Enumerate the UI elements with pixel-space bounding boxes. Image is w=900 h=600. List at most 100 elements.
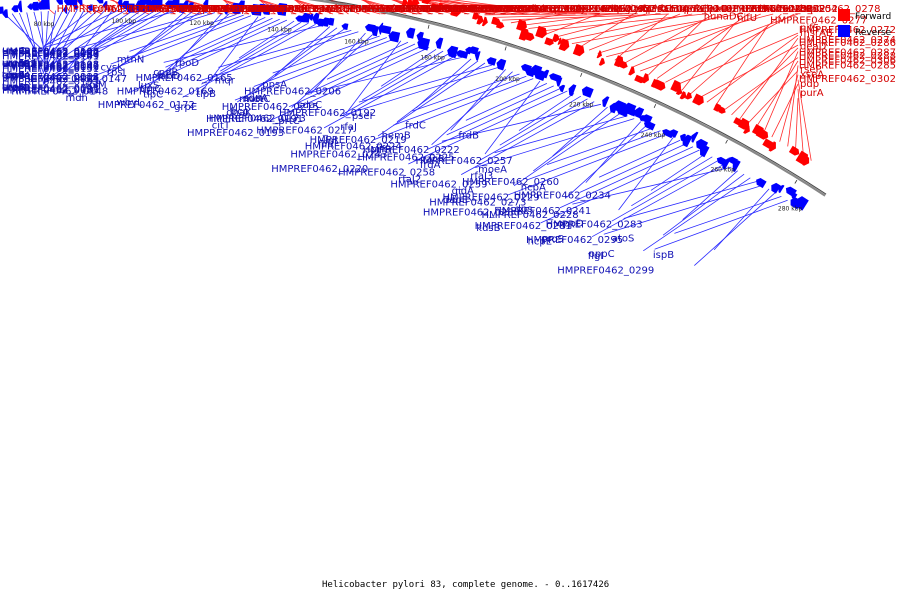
forward-leader-line [294,0,323,15]
forward-gene-label: thrS [298,4,319,15]
reverse-leader-line [591,163,726,238]
reverse-gene-label: HMPREF0462_0283 [546,220,643,231]
reverse-gene-label: HMPREF0462_0229 [442,193,539,204]
forward-gene-label: HMPREF0462_0167 [345,4,442,15]
forward-gene-label: HMPREF0462_0236 [566,4,663,15]
forward-gene-arrow [544,37,554,46]
reverse-gene-label: ureF [2,58,24,69]
kbp-tick-mark [653,104,657,109]
reverse-leader-line [579,143,687,193]
reverse-leader-line [253,37,387,87]
reverse-gene-label: rpoD [175,58,200,69]
kbp-tick-mark [504,46,507,51]
forward-gene-arrow [472,12,480,20]
forward-leader-line [797,79,812,161]
kbp-tick-label: 280 kbp [778,206,803,213]
forward-gene-label: HMPREF0462_0302 [799,74,896,85]
reverse-leader-line [129,14,237,52]
forward-gene-label: cdsA [750,4,774,15]
forward-gene-arrow [653,79,666,91]
forward-leader-line [362,0,417,15]
reverse-gene-label: HMPREF0462_0087 [2,61,99,72]
genome-backbone [308,0,826,197]
forward-gene-label: aroF [288,4,310,15]
forward-leader-line [466,9,634,15]
reverse-gene-arrow [474,51,481,61]
reverse-gene-label: rfaJ2 [398,175,421,186]
forward-gene-label: HMPREF0462_0203 [387,4,484,15]
reverse-leader-line [218,30,352,68]
reverse-gene-label: HMPREF0462_0217 [256,125,353,136]
reverse-gene-label: ureA [2,58,25,69]
reverse-leader-line [43,10,49,73]
forward-leader-line [631,13,761,68]
reverse-leader-line [650,153,707,191]
forward-leader-line [484,13,576,16]
reverse-gene-label: HMPREF0462_0215 [222,102,319,113]
reverse-leader-line [598,139,681,178]
legend-reverse-swatch [838,25,850,37]
forward-gene-label: efp [636,4,652,15]
reverse-gene-arrow [117,0,123,9]
reverse-leader-line [572,166,732,205]
reverse-gene-label: cysK [101,62,125,73]
reverse-leader-line [11,13,45,63]
reverse-gene-label: rfaJ3 [470,171,493,182]
reverse-leader-line [43,8,136,71]
forward-gene-label: nifS [800,23,819,34]
forward-gene-label: HMPREF0462_0287 [799,48,896,59]
reverse-leader-line [43,8,129,59]
reverse-gene-label: comB2 [2,59,37,70]
forward-gene-arrow [675,87,683,95]
forward-leader-line [597,13,727,54]
reverse-gene-label: frdB [458,131,479,142]
reverse-leader-line [94,9,150,47]
reverse-gene-label: sdaA [243,93,268,104]
reverse-gene-arrow [468,46,479,55]
kbp-tick-mark [427,24,430,29]
kbp-tick-label: 120 kbp [190,20,215,27]
forward-leader-line [393,0,422,15]
reverse-leader-line [307,43,416,94]
reverse-leader-line [446,85,554,136]
reverse-gene-arrow [496,58,507,71]
reverse-gene-arrow [388,31,401,43]
reverse-gene-arrow [417,37,431,51]
forward-gene-label: aroK [600,4,623,15]
reverse-gene-label: HMPREF0462_0172 [98,100,195,111]
reverse-gene-label: luxS [138,81,159,92]
reverse-gene-arrow [275,3,288,16]
forward-leader-line [362,0,386,15]
forward-leader-line [451,0,563,15]
forward-leader-line [431,0,599,15]
reverse-leader-line [93,11,201,85]
reverse-leader-line [26,12,45,86]
reverse-leader-line [393,75,527,126]
reverse-gene-arrow [558,84,566,93]
forward-leader-line [563,13,693,41]
reverse-gene-arrow [87,4,93,11]
forward-gene-label: HMPREF0462_0181 [398,4,495,15]
reverse-gene-label: HMPREF0462_0153 [2,77,99,88]
forward-leader-line [222,0,239,15]
reverse-gene-arrow [321,17,330,27]
reverse-leader-line [361,50,444,101]
forward-leader-line [771,83,799,138]
reverse-leader-line [662,173,745,236]
reverse-gene-label: HMPREF0462_0193 [187,128,284,139]
forward-gene-arrow [450,5,461,17]
forward-gene-label: msrAB [800,28,833,39]
reverse-leader-line [518,93,575,131]
forward-leader-line [747,70,799,124]
reverse-leader-line [43,8,121,47]
reverse-leader-line [603,184,763,235]
reverse-gene-label: metC [244,94,271,105]
forward-gene-label: lysS [578,4,598,15]
reverse-gene-label: HMPREF0462_0219 [310,135,407,146]
reverse-gene-label: HMPREF0462_0149 [2,51,99,62]
forward-leader-line [731,47,799,116]
forward-gene-label: topA2 [309,4,339,15]
forward-leader-line [554,13,646,38]
